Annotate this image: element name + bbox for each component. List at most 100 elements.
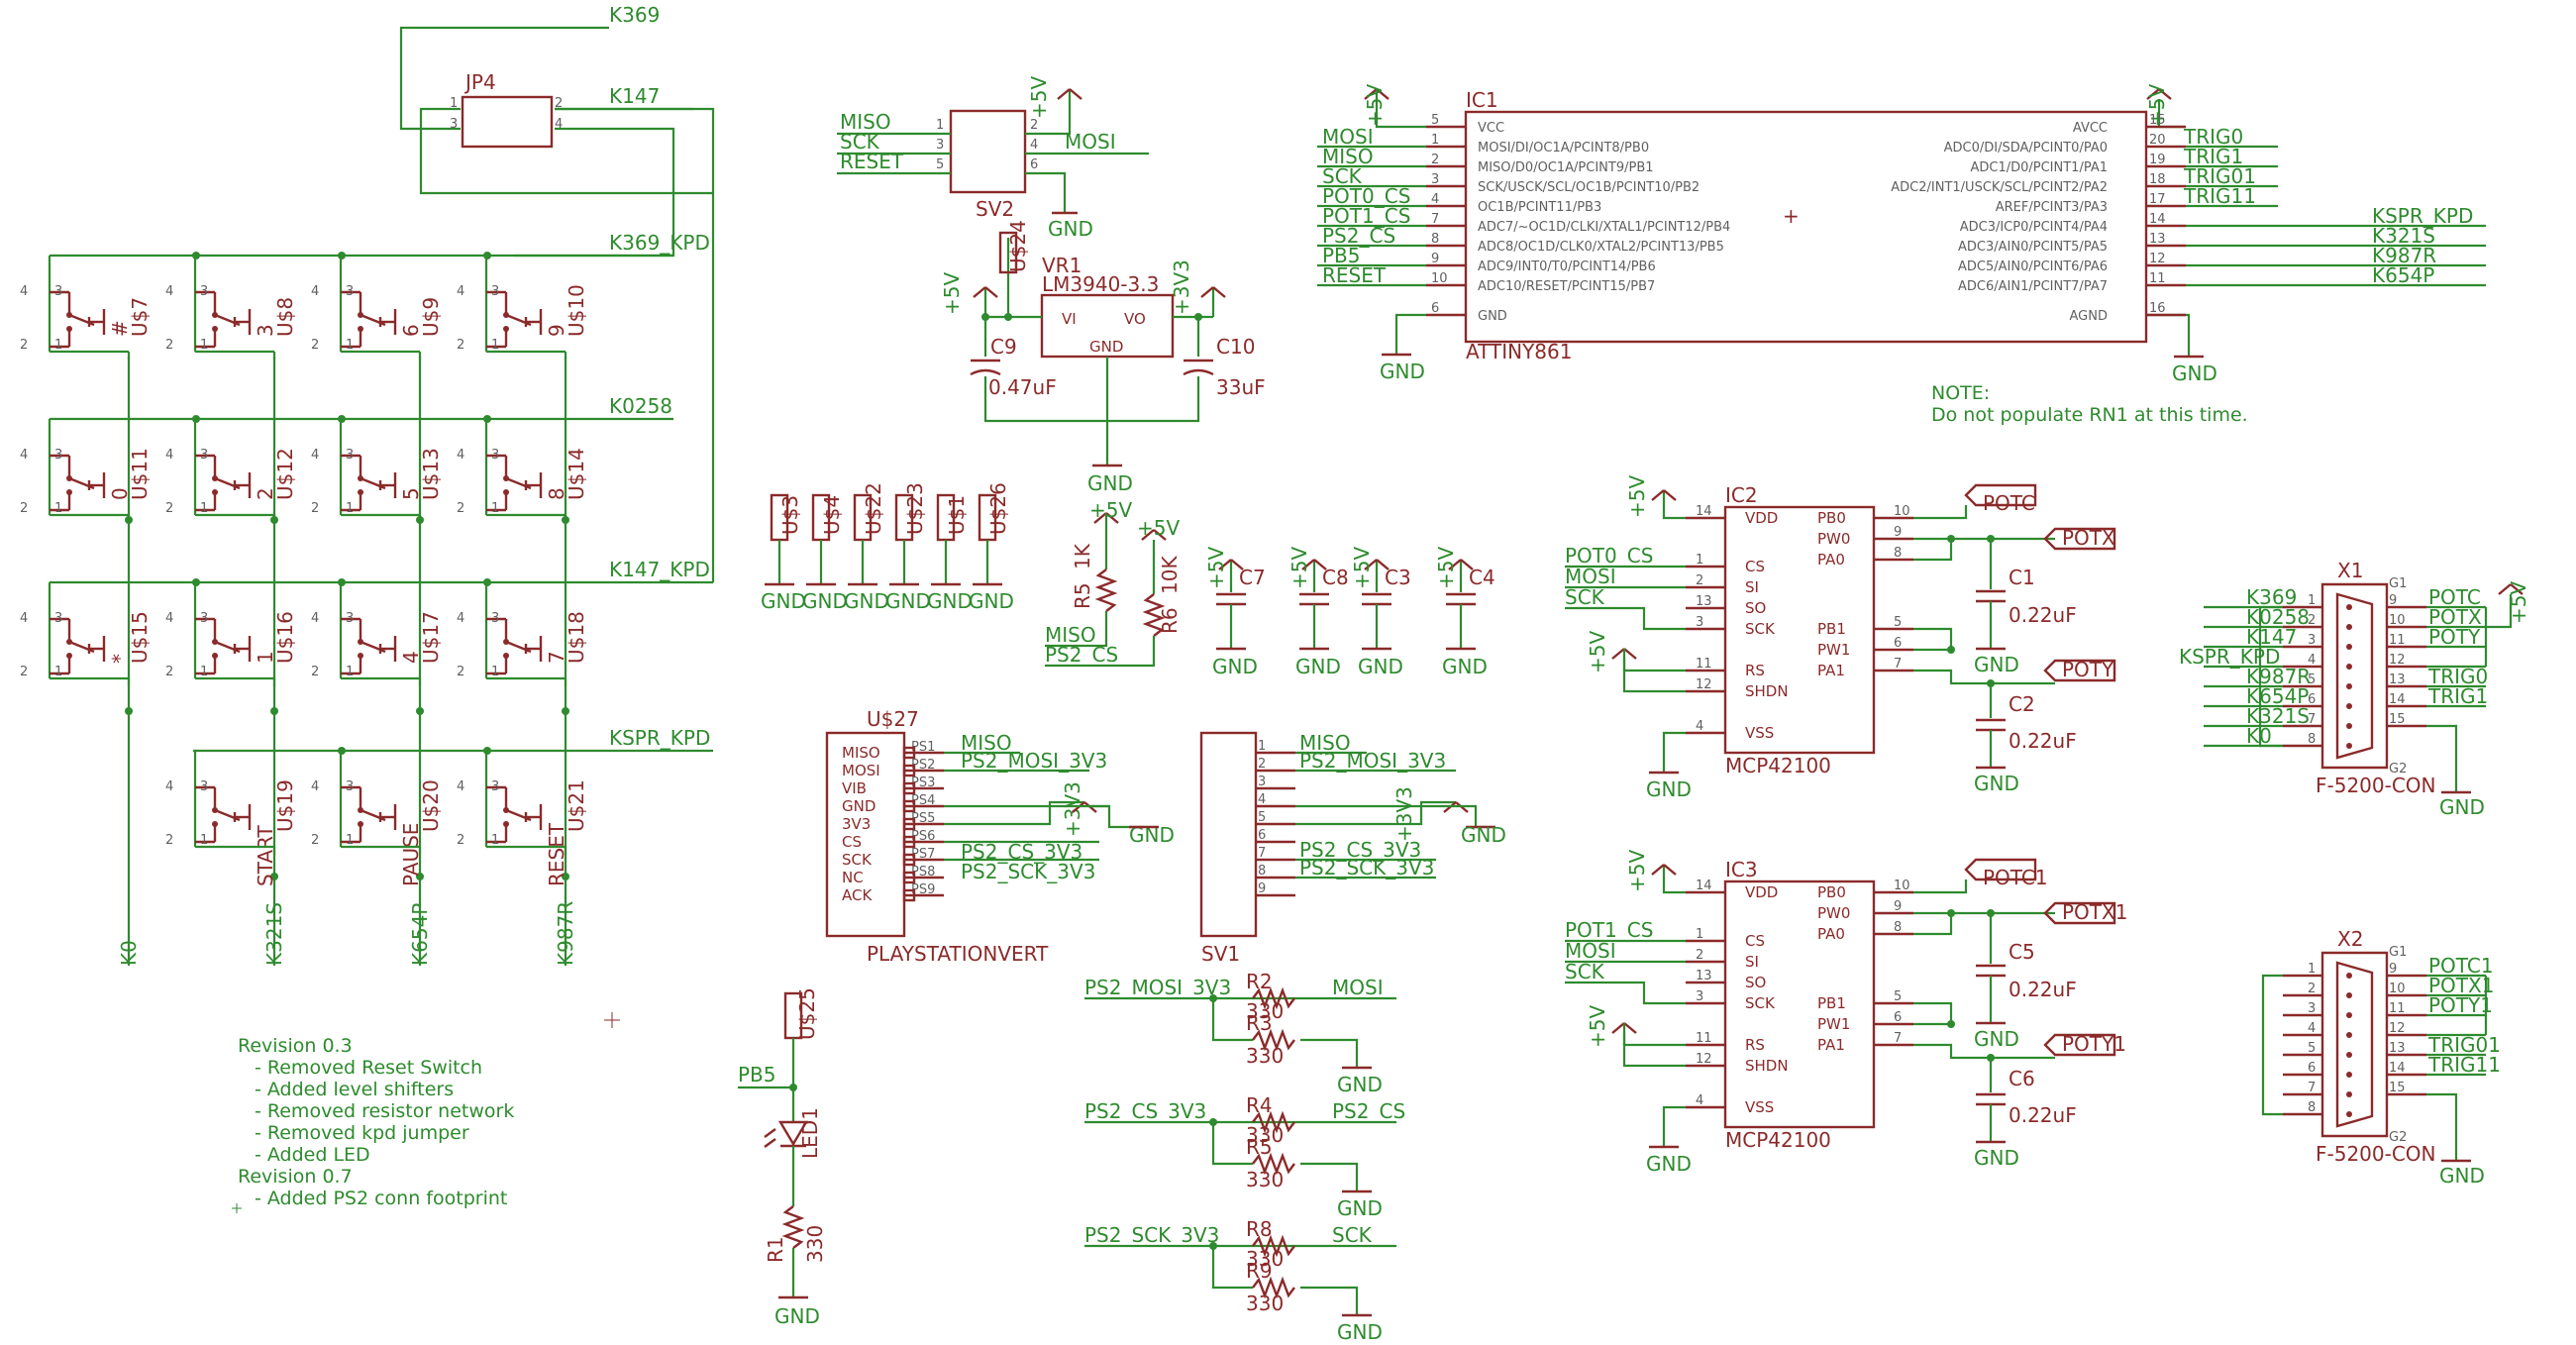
key-ref: U$13 xyxy=(419,448,443,500)
sv2-pin: 4 xyxy=(1030,138,1038,153)
key-terminal xyxy=(503,807,509,813)
key-label: 5 xyxy=(399,487,423,500)
pot-pin-name: PA1 xyxy=(1817,1036,1845,1054)
origin-marks xyxy=(232,1012,620,1213)
cap-5v xyxy=(1230,559,1244,570)
sv1-pin-number: 1 xyxy=(1258,739,1266,754)
u27-net-miso: MISO xyxy=(961,731,1012,755)
pot-pin-name: SO xyxy=(1745,599,1766,617)
pot-pin-name: SO xyxy=(1745,974,1766,991)
sv2-ref: SV2 xyxy=(976,197,1014,221)
key-pin-number: 4 xyxy=(311,284,319,299)
key-label: 4 xyxy=(399,651,423,664)
connector-gnd: GND xyxy=(2439,1164,2485,1188)
net-k0: K0 xyxy=(117,940,141,966)
key-pin-number: 2 xyxy=(457,338,464,353)
key-ref: U$9 xyxy=(419,297,443,337)
revision-notes: Revision 0.3- Removed Reset Switch- Adde… xyxy=(238,1035,514,1209)
sv2-sck: SCK xyxy=(840,130,880,154)
key-ref: U$18 xyxy=(565,611,588,664)
key-terminal xyxy=(358,807,363,813)
ic1-pin-number: 17 xyxy=(2149,192,2166,207)
sv1-pin-number: 2 xyxy=(1258,757,1266,772)
cap-gnd: GND xyxy=(1295,655,1341,678)
pot-c2-ref: C2 xyxy=(2009,692,2035,716)
u27-pad: PS9 xyxy=(911,882,935,897)
pot-pin-name: SI xyxy=(1745,578,1759,596)
key-label: # xyxy=(108,320,132,337)
key-label: * xyxy=(108,654,132,664)
shifter-ra-ref: R4 xyxy=(1246,1093,1273,1117)
pot-5v-symbol xyxy=(1611,1022,1625,1034)
ic1-net-label: MISO xyxy=(1322,145,1374,168)
key-terminal xyxy=(66,475,72,481)
connector-net-label: POTX1 xyxy=(2428,974,2494,997)
key-label: 3 xyxy=(254,324,277,337)
ic1-pin-number: 15 xyxy=(2149,113,2166,128)
key-terminal xyxy=(503,639,509,645)
pot-pin-number: 4 xyxy=(1696,719,1703,734)
pot-pin-name: PA0 xyxy=(1817,925,1845,943)
ic1-pin-number: 19 xyxy=(2149,153,2166,167)
key-terminal xyxy=(212,821,218,827)
connector-shell xyxy=(2320,582,2389,770)
u27-net xyxy=(944,800,1084,826)
pot-c1-gnd: GND xyxy=(1974,653,2019,676)
ic1-pin-name: MOSI/DI/OC1A/PCINT8/PB0 xyxy=(1478,141,1649,155)
pot-c2-value: 0.22uF xyxy=(2009,729,2077,753)
pot-pin-name: PW1 xyxy=(1817,641,1850,659)
connector-contact xyxy=(2346,1012,2352,1018)
key-pin-number: 1 xyxy=(491,833,499,848)
connector-g1: G1 xyxy=(2389,576,2407,591)
pot-gnd-label: GND xyxy=(1646,777,1692,801)
cap-5v xyxy=(1301,559,1315,570)
jp4-pin: 4 xyxy=(555,117,563,132)
key-terminal xyxy=(66,489,72,495)
pot-5v-symbol xyxy=(1623,648,1637,660)
shifter-net xyxy=(1300,1038,1359,1068)
vr1-gnd-label: GND xyxy=(1087,471,1133,495)
junction xyxy=(1209,1242,1217,1250)
connector-net-label: K0258 xyxy=(2246,605,2310,629)
ic1-pin-name: ADC8/OC1D/CLK0/XTAL2/PCINT13/PB5 xyxy=(1478,240,1724,255)
ic1-pin-name: MISO/D0/OC1A/PCINT9/PB1 xyxy=(1478,160,1654,175)
pot-net xyxy=(1913,913,1953,936)
gnd-pad-ref: U$1 xyxy=(945,495,969,535)
key-pin-number: 2 xyxy=(20,338,28,353)
sv2-pin: 5 xyxy=(936,157,944,172)
ic1-net-label: PS2_CS xyxy=(1322,224,1395,248)
pot-5v-symbol xyxy=(1611,648,1625,660)
connector-net-label: POTC1 xyxy=(2428,954,2494,978)
gnd-pad-ref: U$22 xyxy=(862,482,885,535)
key-pin-number: 4 xyxy=(20,611,28,626)
sv1-pin-number: 3 xyxy=(1258,775,1266,789)
cap-5v xyxy=(1448,559,1462,570)
connector-pin-number: 12 xyxy=(2389,653,2406,668)
connector-net-label: POTY xyxy=(2428,625,2481,649)
connector-contact xyxy=(2346,624,2352,630)
pot-pin-number: 9 xyxy=(1894,899,1902,914)
connector-pin-number: 10 xyxy=(2389,613,2406,628)
pot-pin-name: VSS xyxy=(1745,1098,1774,1116)
pot-5v-symbol xyxy=(1651,864,1665,876)
sv2-reset: RESET xyxy=(840,150,904,173)
u27-pin-name: CS xyxy=(842,833,862,851)
pot-c2-gnd: GND xyxy=(1974,1146,2019,1170)
cap-5v-label: +5V xyxy=(1434,547,1458,589)
ic1-net-label: TRIG01 xyxy=(2183,164,2256,188)
key-label: 2 xyxy=(254,487,277,500)
gnd-pad-label: GND xyxy=(802,589,848,613)
key-label: 8 xyxy=(545,487,568,500)
connector-pin-number: 8 xyxy=(2308,1100,2316,1115)
connector-contact xyxy=(2346,703,2352,709)
revision-line-1: - Removed Reset Switch xyxy=(255,1057,482,1079)
pot-c1-ref: C1 xyxy=(2009,566,2035,589)
key-pin-number: 1 xyxy=(491,338,499,353)
key-contact xyxy=(505,476,532,490)
key-contact xyxy=(360,640,386,654)
